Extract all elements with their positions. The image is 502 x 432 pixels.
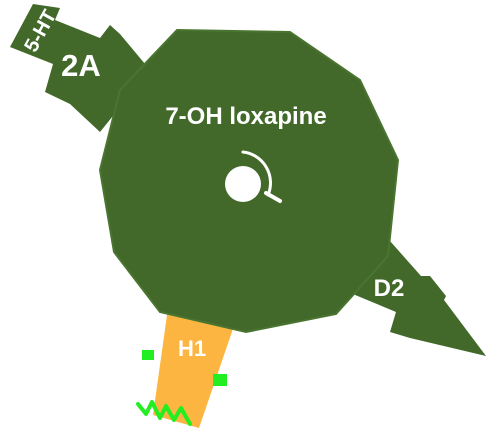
center-arc [241,150,272,197]
receptor-d2-label: D2 [374,275,405,302]
receptor-h1-notch-left [142,350,154,360]
center-handle [264,191,282,203]
drug-name-label: 7-OH loxapine [165,103,326,130]
receptor-h1-wavy-edge [136,400,192,426]
receptor-h1-notch-right [213,374,227,386]
receptor-5ht2a-label-main: 2A [61,48,101,83]
search-icon [225,150,282,203]
center-hole [225,166,261,202]
receptor-h1: H1 [136,308,236,428]
receptor-h1-body [153,308,236,428]
receptor-5ht2a: 5-HT 2A [10,4,150,132]
receptor-h1-label: H1 [178,336,206,361]
receptor-5ht2a-body [10,4,150,132]
